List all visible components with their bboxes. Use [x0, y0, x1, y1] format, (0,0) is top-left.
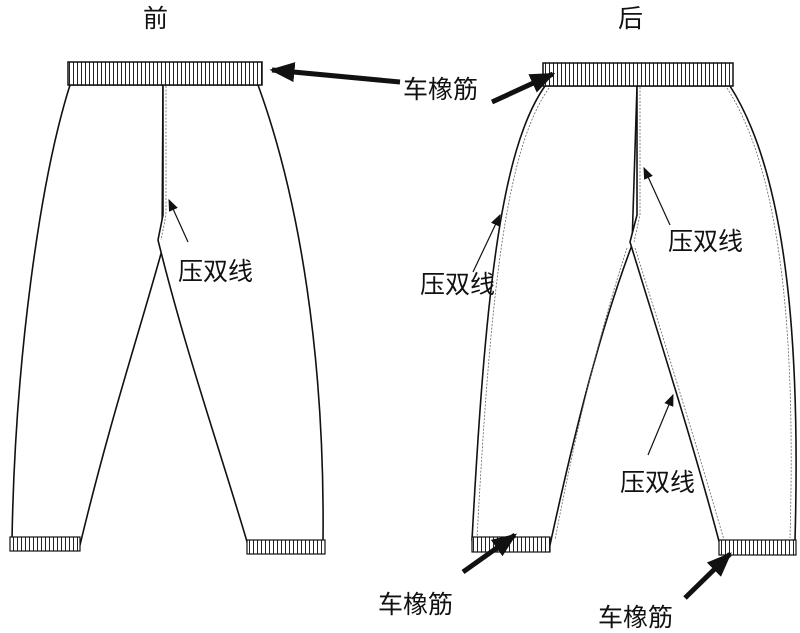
back-left-inseam-stitch: [554, 247, 628, 541]
front-right-leg: [157, 84, 324, 546]
back-inseam-double-stitch-label: 压双线: [620, 468, 695, 497]
front-left-leg: [11, 84, 164, 546]
arrow-back-side-stitch: [472, 213, 501, 273]
front-center-stitch: [160, 86, 167, 241]
back-left-leg: [471, 85, 638, 546]
arrow-back-inseam-stitch: [647, 393, 674, 456]
back-label: 后: [618, 4, 643, 33]
left-cuff-elastic-label: 车橡筋: [378, 590, 453, 619]
back-pants: [471, 62, 797, 556]
callout-arrows: [168, 62, 732, 600]
front-left-cuff: [9, 536, 81, 552]
back-center-double-stitch-label: 压双线: [668, 227, 743, 256]
front-right-cuff: [246, 539, 326, 555]
back-center-stitch: [633, 87, 641, 243]
front-label: 前: [143, 4, 168, 33]
front-double-stitch-label: 压双线: [178, 257, 253, 286]
waist-elastic-label: 车橡筋: [403, 75, 478, 104]
arrow-right-cuff: [683, 552, 732, 600]
arrow-back-center-stitch: [643, 166, 671, 226]
arrow-left-cuff: [461, 532, 518, 575]
back-right-inseam-stitch: [634, 247, 725, 541]
front-waistband: [67, 61, 263, 86]
arrow-front-stitch: [168, 198, 189, 243]
back-right-cuff: [718, 539, 797, 556]
back-waistband: [542, 62, 734, 87]
arrow-back-waist: [490, 71, 556, 105]
front-pants: [9, 61, 326, 555]
back-side-double-stitch-label: 压双线: [420, 270, 495, 299]
right-cuff-elastic-label: 车橡筋: [598, 603, 673, 632]
arrow-front-waist: [269, 62, 401, 85]
